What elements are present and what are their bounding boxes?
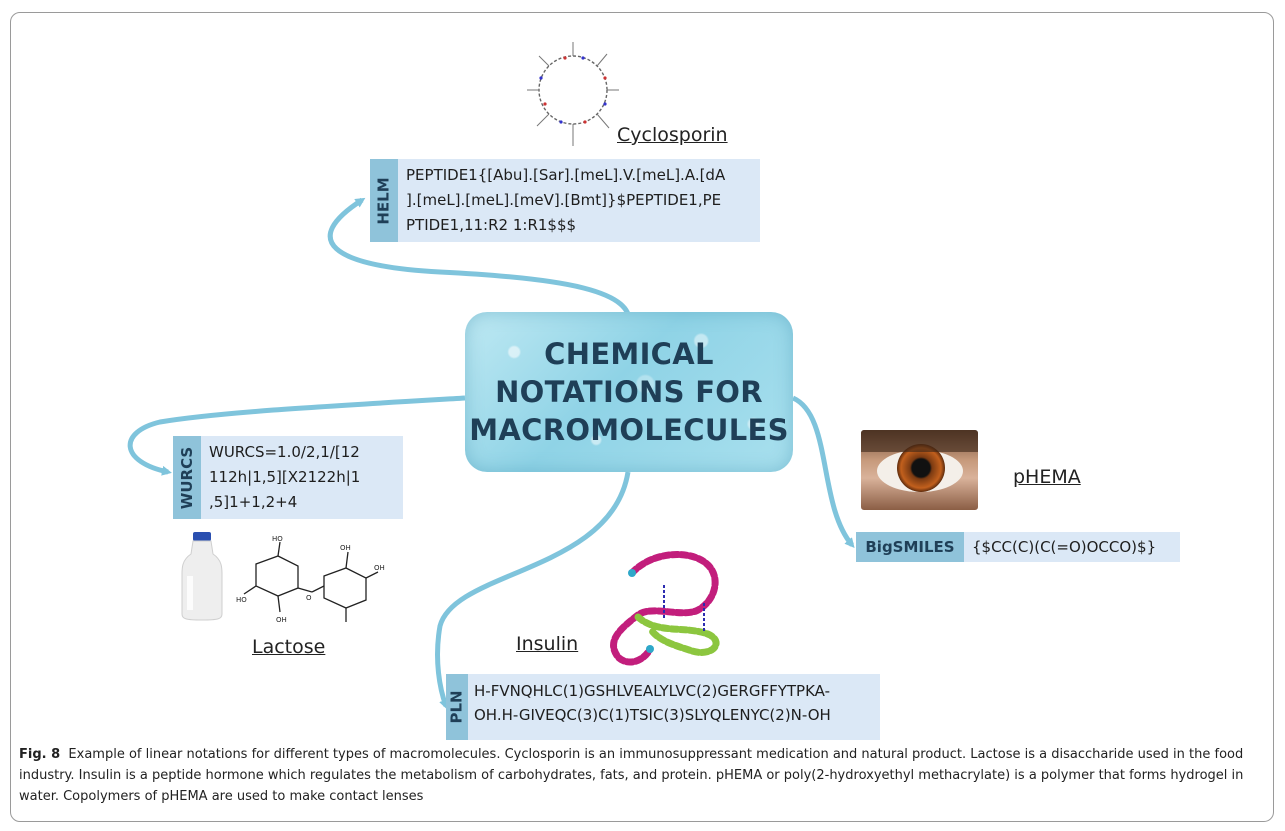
insulin-structure-image <box>610 551 720 666</box>
bigsmiles-notation-box: BigSMILES {$CC(C)(C(=O)OCCO)$} <box>856 532 1180 562</box>
central-topic-title: CHEMICAL NOTATIONS FOR MACROMOLECULES <box>469 337 789 447</box>
connector-bigsmiles <box>791 395 855 549</box>
pln-notation-box: PLN H-FVNQHLC(1)GSHLVEALYLVC(2)GERGFFYTP… <box>446 674 880 740</box>
figure-number: Fig. 8 <box>19 747 61 762</box>
cyclosporin-label: Cyclosporin <box>617 124 728 146</box>
milk-bottle-image <box>181 532 223 621</box>
figure-caption: Fig. 8 Example of linear notations for d… <box>19 744 1269 807</box>
insulin-label: Insulin <box>516 633 579 655</box>
svg-text:O: O <box>306 594 312 602</box>
svg-text:OH: OH <box>374 564 385 572</box>
bigsmiles-tag: BigSMILES <box>856 532 964 562</box>
svg-text:OH: OH <box>340 544 351 552</box>
wurcs-tag: WURCS <box>173 436 201 519</box>
svg-text:OH: OH <box>276 616 287 624</box>
connector-pln <box>435 471 631 710</box>
svg-text:HO: HO <box>236 596 247 604</box>
lactose-structure-image: HO OH HO OH OH O <box>236 535 385 624</box>
lactose-label: Lactose <box>252 636 326 658</box>
central-topic-node: CHEMICAL NOTATIONS FOR MACROMOLECULES <box>465 312 793 472</box>
cyclosporin-structure-image <box>527 42 619 146</box>
svg-text:HO: HO <box>272 535 283 543</box>
pln-tag: PLN <box>446 674 468 740</box>
pln-notation-text: H-FVNQHLC(1)GSHLVEALYLVC(2)GERGFFYTPKA- … <box>474 682 831 724</box>
wurcs-notation-text: WURCS=1.0/2,1/[12 112h|1,5][X2122h|1 ,5]… <box>209 443 361 511</box>
figure-caption-text: Example of linear notations for differen… <box>19 747 1244 804</box>
helm-tag: HELM <box>370 159 398 242</box>
connector-wurcs <box>127 395 466 476</box>
bigsmiles-notation-text: {$CC(C)(C(=O)OCCO)$} <box>972 538 1157 556</box>
helm-notation-text: PEPTIDE1{[Abu].[Sar].[meL].V.[meL].A.[dA… <box>406 166 726 234</box>
helm-notation-box: HELM PEPTIDE1{[Abu].[Sar].[meL].V.[meL].… <box>370 159 760 242</box>
wurcs-notation-box: WURCS WURCS=1.0/2,1/[12 112h|1,5][X2122h… <box>173 436 403 519</box>
figure-frame <box>10 12 1274 822</box>
eye-photo-image <box>861 430 978 510</box>
phema-label: pHEMA <box>1013 466 1081 488</box>
connector-helm <box>327 197 632 329</box>
